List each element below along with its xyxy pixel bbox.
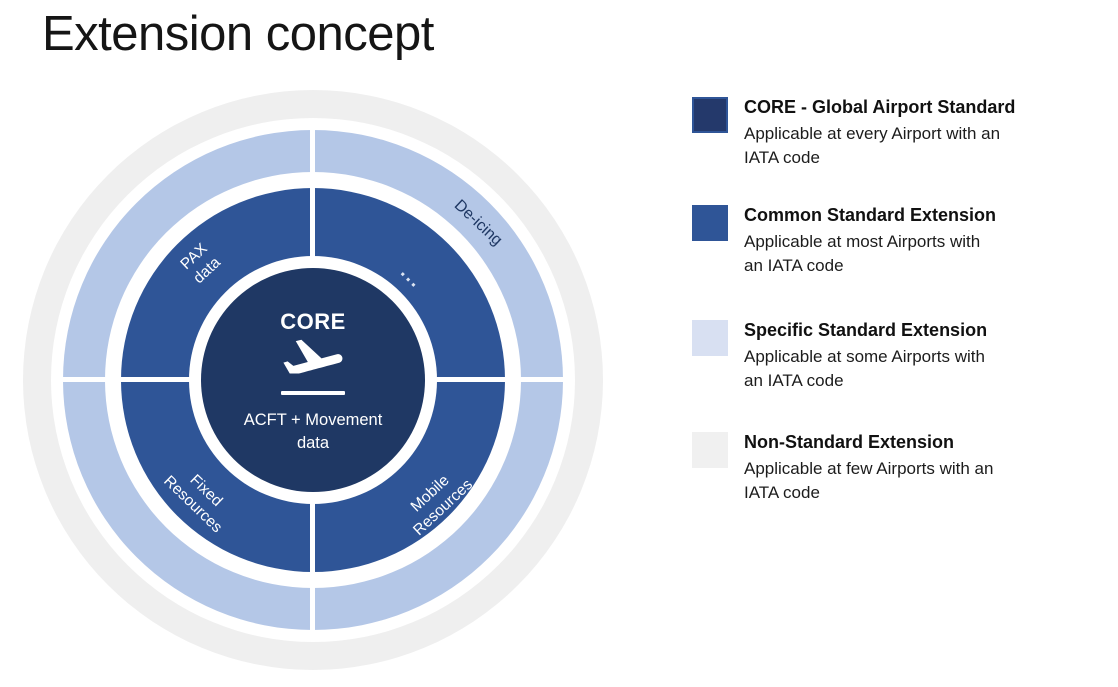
core-subtitle: ACFT + Movement data [244, 409, 383, 455]
legend-desc-line2: an IATA code [744, 370, 844, 390]
legend-item-non-standard: Non-Standard Extension Applicable at few… [692, 432, 1054, 505]
legend-item-core: CORE - Global Airport Standard Applicabl… [692, 97, 1054, 170]
core-circle [201, 268, 425, 492]
page-title: Extension concept [42, 7, 434, 61]
legend-title: Non-Standard Extension [744, 432, 955, 452]
core-subtitle-line1: ACFT + Movement [243, 411, 383, 430]
legend-title: Specific Standard Extension [744, 320, 988, 340]
legend-text-core: CORE - Global Airport Standard Applicabl… [744, 97, 1054, 170]
core-subtitle-line2: data [296, 434, 330, 452]
legend-desc: Applicable at every Airport with an IATA… [744, 122, 1054, 170]
quadrant-divider-bottom [310, 503, 315, 630]
legend-desc-line2: IATA code [744, 147, 820, 167]
legend-swatch-non-standard [692, 432, 728, 468]
legend-item-specific: Specific Standard Extension Applicable a… [692, 320, 1054, 393]
quadrant-divider-left [63, 377, 190, 382]
core-underline [281, 391, 345, 395]
legend-title: Common Standard Extension [744, 205, 997, 225]
legend-text-common: Common Standard Extension Applicable at … [744, 205, 1054, 278]
legend-swatch-common [692, 205, 728, 241]
legend-desc-line2: IATA code [744, 482, 820, 502]
legend-desc-line1: Applicable at every Airport with an [744, 123, 1001, 143]
legend-desc: Applicable at some Airports with an IATA… [744, 345, 1054, 393]
quadrant-divider-top [310, 130, 315, 257]
legend-swatch-specific [692, 320, 728, 356]
legend-text-non-standard: Non-Standard Extension Applicable at few… [744, 432, 1054, 505]
legend-desc-line2: an IATA code [744, 255, 844, 275]
legend-text-specific: Specific Standard Extension Applicable a… [744, 320, 1054, 393]
airplane-takeoff-icon [281, 338, 345, 379]
legend-title: CORE - Global Airport Standard [744, 97, 1016, 117]
core-title: CORE [280, 309, 346, 334]
legend-desc: Applicable at few Airports with an IATA … [744, 457, 1054, 505]
legend-item-common: Common Standard Extension Applicable at … [692, 205, 1054, 278]
legend-desc: Applicable at most Airports with an IATA… [744, 230, 1054, 278]
legend-swatch-core [692, 97, 728, 133]
legend-desc-line1: Applicable at most Airports with [744, 231, 981, 251]
quadrant-divider-right [436, 377, 563, 382]
legend-desc-line1: Applicable at some Airports with [744, 346, 985, 366]
legend-desc-line1: Applicable at few Airports with an [744, 458, 994, 478]
